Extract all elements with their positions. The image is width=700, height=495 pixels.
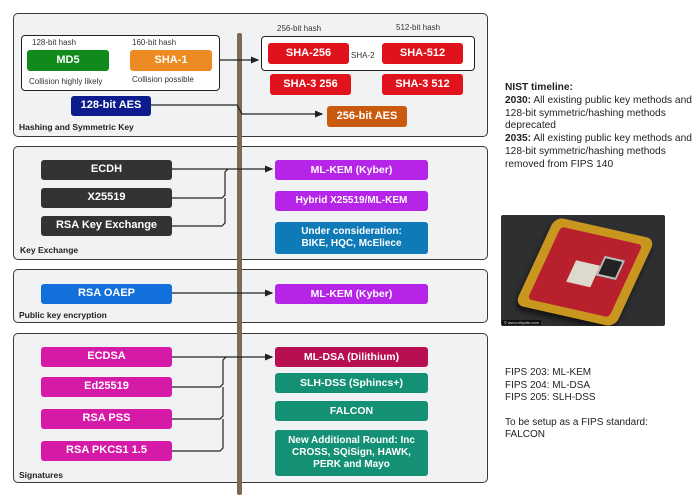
connector-sig-merge bbox=[172, 356, 227, 452]
sha256-caption-top: 256-bit hash bbox=[277, 24, 322, 33]
panel-title-public-key-encryption: Public key encryption bbox=[19, 310, 107, 320]
nist-timeline-entry-2030: 2030: All existing public key methods an… bbox=[505, 94, 692, 132]
fips-pending-item: FALCON bbox=[505, 429, 546, 440]
x25519-box[interactable]: X25519 bbox=[41, 188, 172, 208]
panel-title-signatures: Signatures bbox=[19, 470, 63, 480]
timeline-trunk bbox=[237, 33, 242, 495]
pke-ml-kem-box[interactable]: ML-KEM (Kyber) bbox=[275, 284, 428, 304]
sha2-group-label: SHA-2 bbox=[351, 51, 375, 60]
rsa-key-exchange-box[interactable]: RSA Key Exchange bbox=[41, 216, 172, 236]
sha256-box[interactable]: SHA-256 bbox=[268, 43, 349, 64]
md5-box[interactable]: MD5 bbox=[27, 50, 109, 71]
sha512-caption-top: 512-bit hash bbox=[396, 23, 441, 32]
nist-timeline-entry-2035: 2035: All existing public key methods an… bbox=[505, 133, 692, 170]
falcon-box[interactable]: FALCON bbox=[275, 401, 428, 421]
chip-die-secondary bbox=[595, 255, 626, 281]
md5-caption-bottom: Collision highly likely bbox=[29, 77, 103, 86]
panel-title-hashing: Hashing and Symmetric Key bbox=[19, 122, 134, 132]
fips-note: FIPS 203: ML-KEM FIPS 204: ML-DSA FIPS 2… bbox=[505, 367, 695, 442]
additional-round-box[interactable]: New Additional Round: Inc CROSS, SQiSign… bbox=[275, 430, 428, 476]
fips-line: FIPS 203: ML-KEM bbox=[505, 367, 592, 378]
ed25519-box[interactable]: Ed25519 bbox=[41, 377, 172, 397]
fips-pending-heading: To be setup as a FIPS standard: bbox=[505, 416, 648, 428]
ecdsa-box[interactable]: ECDSA bbox=[41, 347, 172, 367]
rsa-pkcs1-box[interactable]: RSA PKCS1 1.5 bbox=[41, 441, 172, 461]
ml-kem-box[interactable]: ML-KEM (Kyber) bbox=[275, 160, 428, 180]
aes256-box[interactable]: 256-bit AES bbox=[327, 106, 407, 127]
quantum-chip-photo: © asecuritysite.com bbox=[501, 215, 665, 326]
connector-ke-merge bbox=[172, 168, 229, 227]
slh-dss-box[interactable]: SLH-DSS (Sphincs+) bbox=[275, 373, 428, 393]
rsa-oaep-box[interactable]: RSA OAEP bbox=[41, 284, 172, 304]
sha3-512-box[interactable]: SHA-3 512 bbox=[382, 74, 463, 95]
sha3-256-box[interactable]: SHA-3 256 bbox=[270, 74, 351, 95]
nist-timeline-note: NIST timeline: 2030: All existing public… bbox=[505, 82, 695, 171]
ml-dsa-box[interactable]: ML-DSA (Dilithium) bbox=[275, 347, 428, 367]
rsa-pss-box[interactable]: RSA PSS bbox=[41, 409, 172, 429]
ecdh-box[interactable]: ECDH bbox=[41, 160, 172, 180]
sha512-box[interactable]: SHA-512 bbox=[382, 43, 463, 64]
panel-title-key-exchange: Key Exchange bbox=[20, 245, 79, 255]
under-consideration-box[interactable]: Under consideration: BIKE, HQC, McEliece bbox=[275, 222, 428, 254]
fips-line: FIPS 204: ML-DSA bbox=[505, 379, 591, 391]
hybrid-x25519-ml-kem-box[interactable]: Hybrid X25519/ML-KEM bbox=[275, 191, 428, 211]
aes128-box[interactable]: 128-bit AES bbox=[71, 96, 151, 116]
sha1-caption-bottom: Collision possible bbox=[132, 75, 194, 84]
connector-aes bbox=[151, 104, 324, 118]
photo-credit: © asecuritysite.com bbox=[502, 320, 541, 325]
nist-timeline-heading: NIST timeline: bbox=[505, 82, 573, 93]
sha1-caption-top: 160-bit hash bbox=[132, 38, 177, 47]
sha1-box[interactable]: SHA-1 bbox=[130, 50, 212, 71]
chip-package bbox=[514, 216, 656, 326]
chip-board bbox=[527, 226, 643, 318]
fips-line: FIPS 205: SLH-DSS bbox=[505, 392, 596, 403]
md5-caption-top: 128-bit hash bbox=[32, 38, 77, 47]
